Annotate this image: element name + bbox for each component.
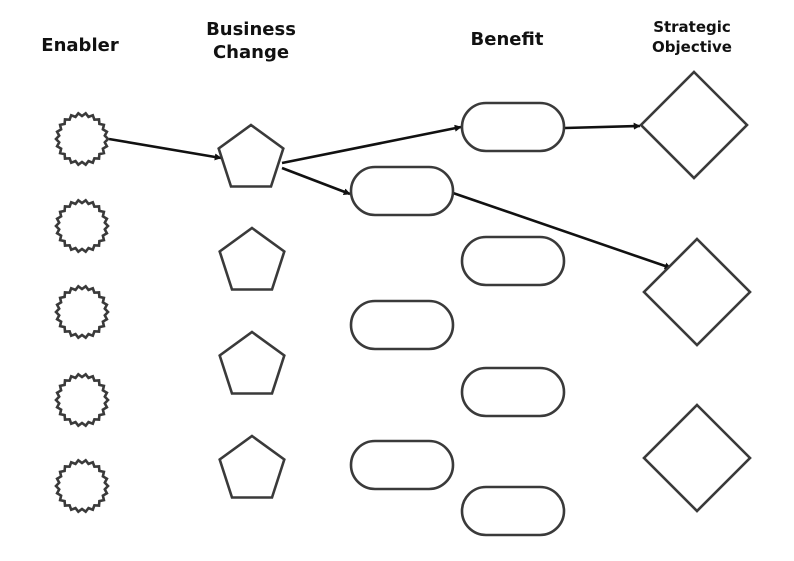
strategic-objective-1 — [639, 70, 749, 180]
business-change-3 — [218, 330, 286, 395]
business-change-2 — [218, 226, 286, 291]
arrow-benefit-1-to-strategic-objective-1 — [564, 122, 641, 130]
business-change-header-line-1: Business — [206, 19, 296, 40]
benefit-5 — [460, 366, 566, 418]
column-header-benefit: Benefit — [447, 28, 567, 51]
benefit-7 — [460, 485, 566, 537]
benefit-6 — [349, 439, 455, 491]
column-header-strategic-objective: Strategic Objective — [630, 18, 754, 57]
arrow-benefit-2-to-strategic-objective-2 — [452, 191, 672, 270]
enabler-4 — [54, 372, 110, 428]
enabler-header-label: Enabler — [41, 35, 119, 56]
strategic-objective-header-line-2: Objective — [652, 37, 732, 56]
arrow-business-change-1-to-benefit-2 — [281, 166, 351, 196]
benefit-4 — [349, 299, 455, 351]
arrow-enabler-1-to-business-change-1 — [108, 137, 222, 161]
benefit-3 — [460, 235, 566, 287]
column-header-enabler: Enabler — [20, 34, 140, 57]
strategic-objective-header-line-1: Strategic — [653, 18, 731, 36]
benefit-1 — [460, 101, 566, 153]
shapes-layer — [54, 70, 752, 537]
benefit-2 — [349, 165, 455, 217]
strategic-objective-3 — [642, 403, 752, 513]
benefit-header-label: Benefit — [470, 29, 544, 50]
arrow-business-change-1-to-benefit-1 — [281, 124, 462, 165]
enabler-1 — [54, 111, 110, 167]
enabler-2 — [54, 198, 110, 254]
connectors-layer — [108, 122, 672, 270]
enabler-3 — [54, 284, 110, 340]
business-change-header-line-2: Change — [212, 42, 290, 64]
business-change-4 — [218, 434, 286, 499]
strategic-objective-2 — [642, 237, 752, 347]
enabler-5 — [54, 458, 110, 514]
business-change-1 — [217, 123, 285, 188]
column-header-business-change: Business Change — [188, 18, 314, 65]
